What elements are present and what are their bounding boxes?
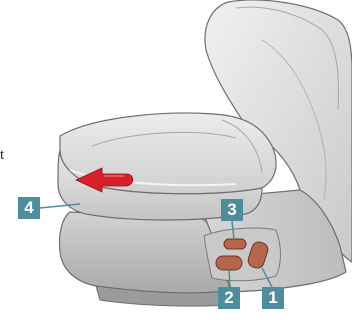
seat-height-switch[interactable] bbox=[224, 239, 246, 249]
callout-3: 3 bbox=[221, 199, 243, 221]
leader-line-2 bbox=[229, 270, 230, 287]
side-panel-bezel bbox=[204, 228, 281, 281]
cropped-text-fragment: t bbox=[0, 147, 4, 164]
seat-position-switch[interactable] bbox=[216, 256, 242, 270]
callout-1: 1 bbox=[262, 287, 284, 309]
callout-4: 4 bbox=[18, 197, 40, 219]
seat-base bbox=[59, 212, 230, 293]
callout-2: 2 bbox=[218, 287, 240, 309]
